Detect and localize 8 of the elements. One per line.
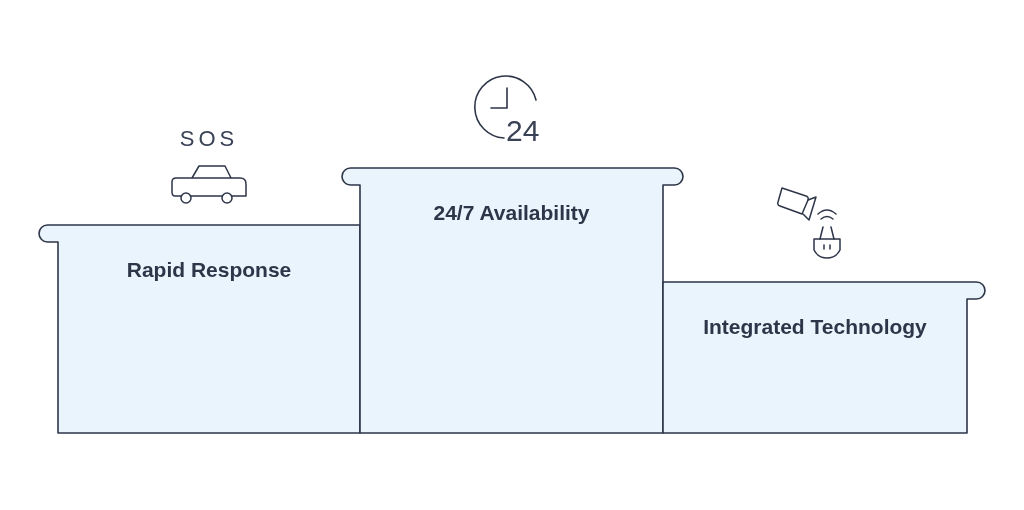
podium-step [662,281,986,434]
step-title: Integrated Technology [702,314,928,340]
podium-step [38,224,361,434]
podium-step [341,167,684,434]
sos-text: SOS [178,128,240,150]
step-title: Rapid Response [125,257,293,283]
clock-number: 24 [506,116,540,146]
step-title: 24/7 Availability [432,200,591,226]
